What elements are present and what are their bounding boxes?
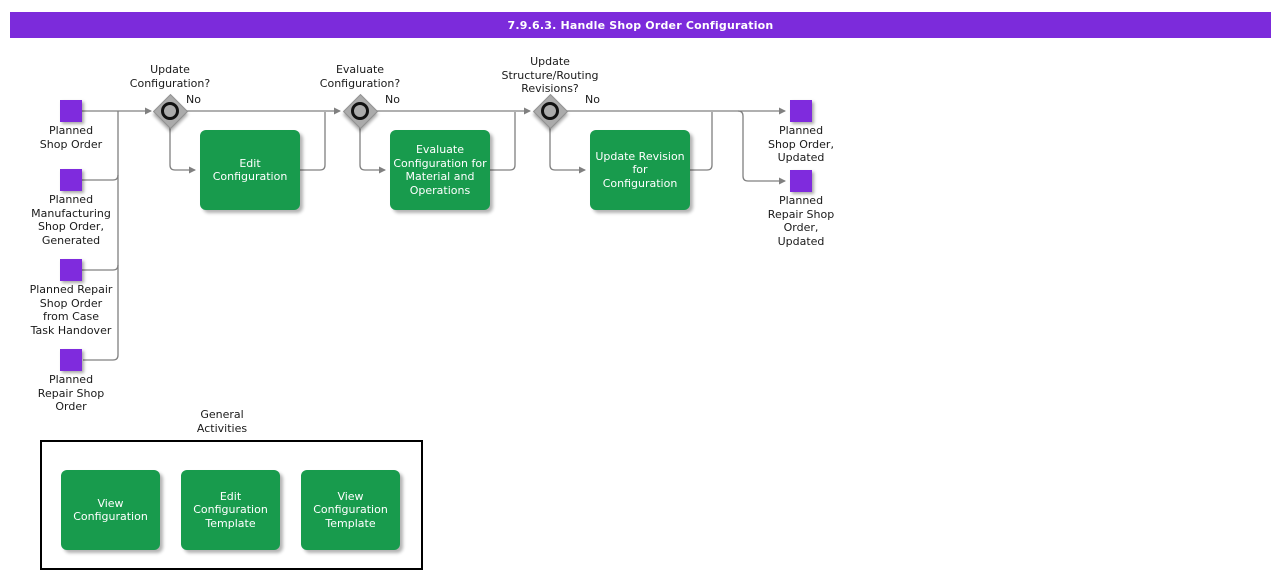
general-activity-view-configuration-template[interactable]: View Configuration Template [301, 470, 400, 550]
gateway-3-ring-icon [541, 102, 559, 120]
edge-input2-join [82, 174, 119, 181]
input-event-planned-shop-order[interactable] [60, 100, 82, 122]
gateway-2-ring-icon [351, 102, 369, 120]
gateway-1-question: Update Configuration? [129, 63, 211, 90]
output-event-1-label: Planned Shop Order, Updated [768, 124, 834, 164]
general-activity-edit-configuration-template[interactable]: Edit Configuration Template [181, 470, 280, 550]
diagram-title-bar: 7.9.6.3. Handle Shop Order Configuration [10, 12, 1271, 38]
edge-activity3-out [690, 112, 713, 171]
output-event-planned-repair-shop-order-updated[interactable] [790, 170, 812, 192]
gateway-2-no-label: No [385, 93, 400, 106]
output-event-2-label: Planned Repair Shop Order, Updated [767, 194, 835, 248]
activity-evaluate-configuration[interactable]: Evaluate Configuration for Material and … [390, 130, 490, 210]
input-event-2-label: Planned Manufacturing Shop Order, Genera… [31, 193, 111, 247]
input-event-3-label: Planned Repair Shop Order from Case Task… [29, 283, 113, 337]
input-event-4-label: Planned Repair Shop Order [37, 373, 105, 413]
gateway-1-ring-icon [161, 102, 179, 120]
output-event-planned-shop-order-updated[interactable] [790, 100, 812, 122]
gateway-3-question: Update Structure/Routing Revisions? [501, 55, 599, 95]
general-activities-label: General Activities [196, 408, 248, 435]
edge-gateway3-yes [549, 127, 586, 174]
gateway-1-no-label: No [186, 93, 201, 106]
edge-gateway2-yes [359, 127, 386, 174]
edge-gateway1-yes [169, 127, 196, 174]
activity-update-revision[interactable]: Update Revision for Configuration [590, 130, 690, 210]
input-event-1-label: Planned Shop Order [39, 124, 103, 151]
input-event-planned-repair-shop-order-handover[interactable] [60, 259, 82, 281]
input-event-planned-repair-shop-order[interactable] [60, 349, 82, 371]
input-event-planned-manufacturing-shop-order[interactable] [60, 169, 82, 191]
gateway-3-no-label: No [585, 93, 600, 106]
activity-edit-configuration[interactable]: Edit Configuration [200, 130, 300, 210]
edge-input3-join [82, 264, 119, 271]
diagram-title: 7.9.6.3. Handle Shop Order Configuration [507, 18, 774, 32]
general-activity-view-configuration[interactable]: View Configuration [61, 470, 160, 550]
edge-activity1-out [300, 112, 326, 171]
edge-activity2-out [490, 112, 516, 171]
gateway-2-question: Evaluate Configuration? [319, 63, 401, 90]
